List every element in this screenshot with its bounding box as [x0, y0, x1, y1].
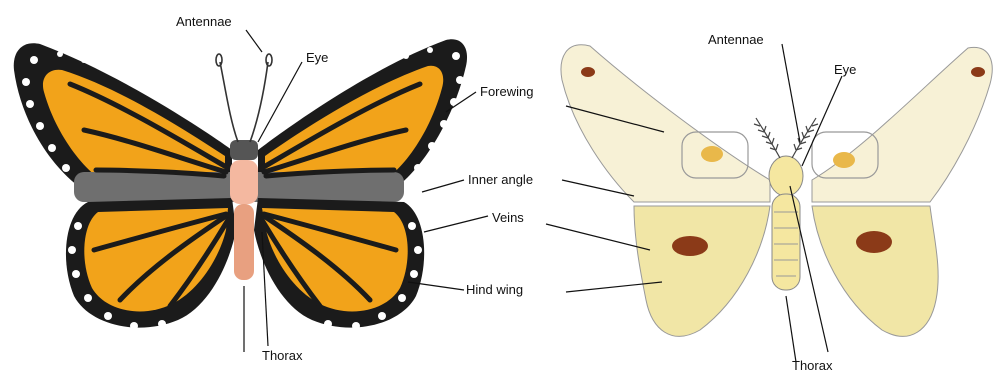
- leader-butterfly-antennae: [246, 30, 262, 52]
- label-moth-eye: Eye: [834, 62, 856, 77]
- moth-right-hindwing-spot: [856, 231, 892, 253]
- leader-moth-thorax-2: [786, 296, 796, 362]
- leader-moth-antennae: [782, 44, 800, 142]
- label-moth-thorax: Thorax: [792, 358, 833, 373]
- moth-forewing-dot-right: [971, 67, 985, 77]
- label-forewing: Forewing: [480, 84, 533, 99]
- moth-thorax-shape: [769, 156, 803, 196]
- moth-right-forewing-spot: [833, 152, 855, 168]
- butterfly-head: [230, 140, 258, 160]
- label-veins: Veins: [492, 210, 524, 225]
- butterfly-abdomen: [234, 204, 254, 280]
- label-moth-antennae: Antennae: [708, 32, 764, 47]
- label-hind-wing: Hind wing: [466, 282, 523, 297]
- leader-veins-left: [424, 216, 488, 232]
- moth-left-forewing-spot: [701, 146, 723, 162]
- moth-right-hindwing: [812, 206, 938, 336]
- leader-moth-eye: [802, 76, 842, 166]
- butterfly-antennae-shape: [216, 54, 272, 142]
- moth-left-hindwing: [634, 206, 770, 336]
- moth-left-hindwing-spot: [672, 236, 708, 256]
- butterfly-thorax-shape: [230, 160, 258, 204]
- butterfly: [14, 39, 467, 330]
- label-butterfly-antennae: Antennae: [176, 14, 232, 29]
- label-butterfly-eye: Eye: [306, 50, 328, 65]
- moth-forewing-dot-left: [581, 67, 595, 77]
- label-butterfly-thorax: Thorax: [262, 348, 303, 363]
- moth: [561, 45, 992, 336]
- leader-inner-angle-left: [422, 180, 464, 192]
- label-inner-angle: Inner angle: [468, 172, 533, 187]
